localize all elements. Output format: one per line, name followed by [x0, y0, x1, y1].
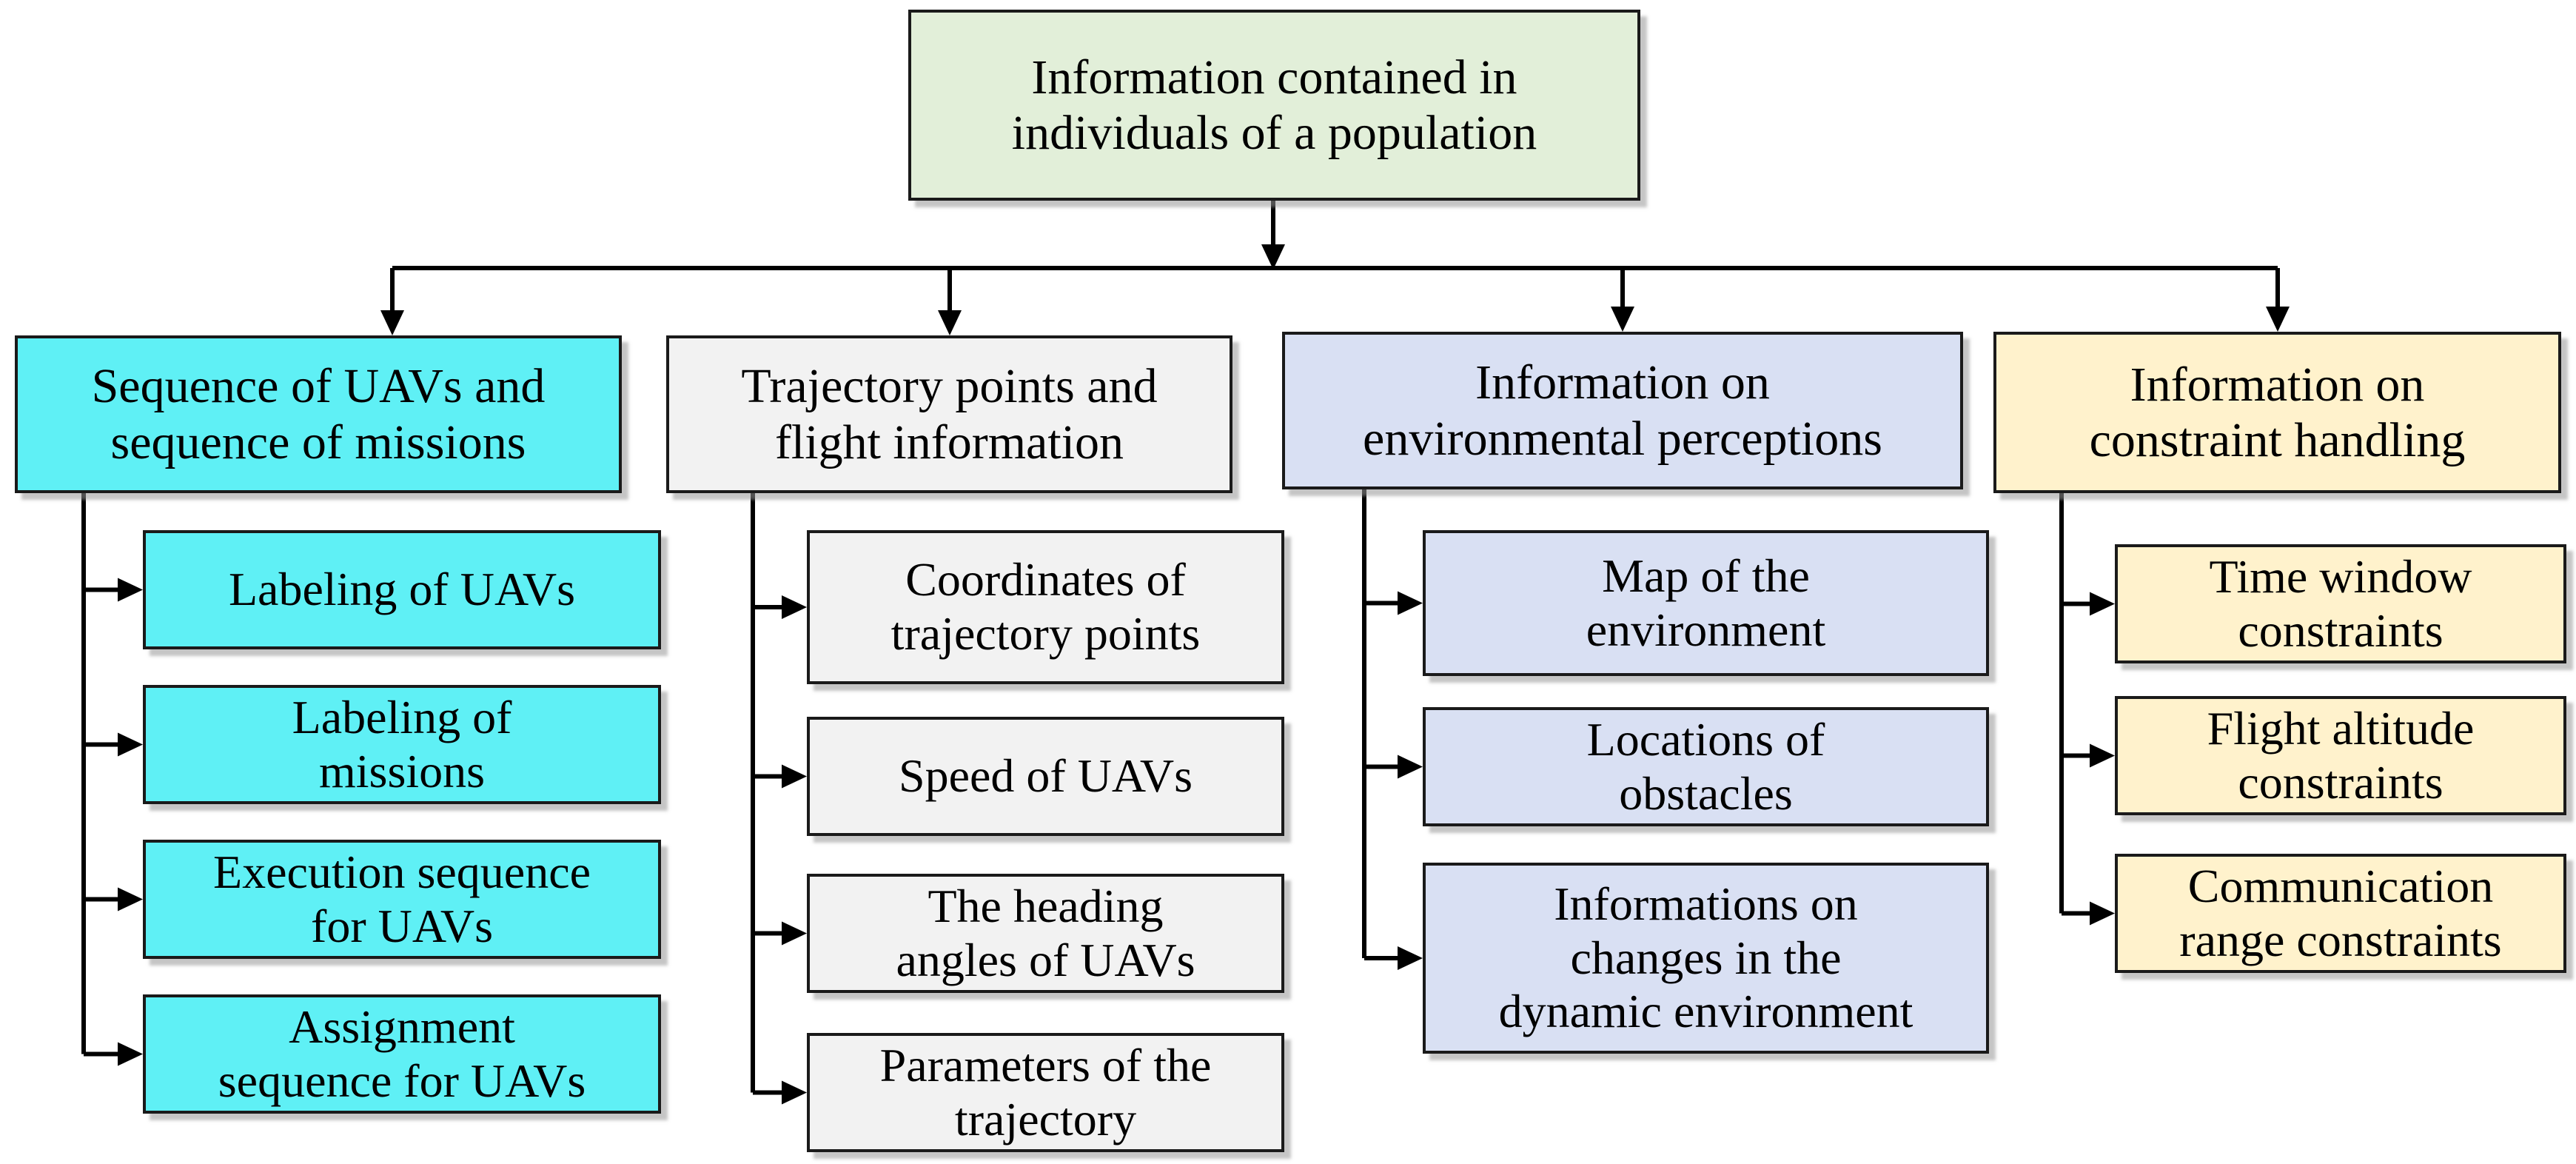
leaf-speed-of-uavs: Speed of UAVs: [807, 717, 1284, 836]
root-node-label: Information contained in individuals of …: [1011, 50, 1537, 160]
leaf-label: Coordinates of trajectory points: [890, 553, 1201, 660]
leaf-arrow-head-0-2: [118, 887, 143, 912]
group-node-uav-mission-sequence: Sequence of UAVs and sequence of mission…: [15, 335, 622, 493]
leaf-label: Communication range constraints: [2179, 859, 2502, 966]
branch-arrow-head-2: [1611, 307, 1634, 332]
leaf-arrow-head-3-0: [2090, 592, 2115, 616]
leaf-time-window-constraints: Time window constraints: [2115, 544, 2566, 663]
leaf-label: Map of the environment: [1586, 549, 1826, 656]
leaf-label: The heading angles of UAVs: [896, 879, 1195, 986]
leaf-arrow-head-1-2: [782, 921, 807, 946]
leaf-arrow-head-2-2: [1398, 946, 1423, 970]
leaf-obstacle-locations: Locations of obstacles: [1423, 707, 1989, 826]
leaf-label: Time window constraints: [2209, 549, 2472, 657]
leaf-execution-sequence: Execution sequence for UAVs: [143, 840, 661, 959]
leaf-arrow-head-1-3: [782, 1080, 807, 1105]
leaf-dynamic-environment-changes: Informations on changes in the dynamic e…: [1423, 863, 1989, 1054]
leaf-arrow-head-1-1: [782, 764, 807, 789]
root-node: Information contained in individuals of …: [908, 10, 1640, 201]
group-node-trajectory-flight: Trajectory points and flight information: [666, 335, 1232, 493]
leaf-arrow-head-0-0: [118, 578, 143, 602]
leaf-assignment-sequence: Assignment sequence for UAVs: [143, 994, 661, 1114]
leaf-label: Assignment sequence for UAVs: [218, 1000, 586, 1107]
leaf-arrow-head-2-1: [1398, 755, 1423, 779]
leaf-label: Parameters of the trajectory: [879, 1038, 1212, 1145]
leaf-trajectory-parameters: Parameters of the trajectory: [807, 1033, 1284, 1152]
leaf-communication-range-constraints: Communication range constraints: [2115, 854, 2566, 973]
group-title: Sequence of UAVs and sequence of mission…: [91, 359, 546, 469]
leaf-label: Execution sequence for UAVs: [213, 845, 591, 952]
leaf-label: Labeling of missions: [292, 690, 512, 797]
leaf-arrow-head-3-1: [2090, 743, 2115, 768]
leaf-label: Speed of UAVs: [898, 749, 1193, 803]
leaf-labeling-of-uavs: Labeling of UAVs: [143, 530, 661, 649]
group-title: Trajectory points and flight information: [741, 359, 1158, 469]
root-arrow-head: [1261, 244, 1285, 270]
leaf-arrow-head-1-0: [782, 595, 807, 619]
leaf-arrow-head-2-0: [1398, 591, 1423, 615]
branch-arrow-head-0: [380, 310, 404, 335]
leaf-label: Flight altitude constraints: [2207, 701, 2475, 809]
group-title: Information on constraint handling: [2089, 357, 2466, 467]
branch-arrow-head-3: [2266, 307, 2290, 332]
branch-arrow-head-1: [938, 310, 962, 335]
group-node-constraint-handling: Information on constraint handling: [1993, 332, 2561, 493]
group-title: Information on environmental perceptions: [1363, 355, 1882, 466]
leaf-flight-altitude-constraints: Flight altitude constraints: [2115, 696, 2566, 815]
leaf-label: Locations of obstacles: [1586, 712, 1825, 820]
leaf-label: Informations on changes in the dynamic e…: [1498, 877, 1913, 1038]
leaf-arrow-head-0-3: [118, 1042, 143, 1066]
leaf-label: Labeling of UAVs: [228, 563, 576, 616]
leaf-trajectory-coordinates: Coordinates of trajectory points: [807, 530, 1284, 684]
leaf-environment-map: Map of the environment: [1423, 530, 1989, 676]
leaf-arrow-head-0-1: [118, 732, 143, 757]
leaf-arrow-head-3-2: [2090, 901, 2115, 926]
group-node-environmental-perception: Information on environmental perceptions: [1282, 332, 1963, 489]
leaf-labeling-of-missions: Labeling of missions: [143, 685, 661, 804]
leaf-heading-angles: The heading angles of UAVs: [807, 874, 1284, 993]
